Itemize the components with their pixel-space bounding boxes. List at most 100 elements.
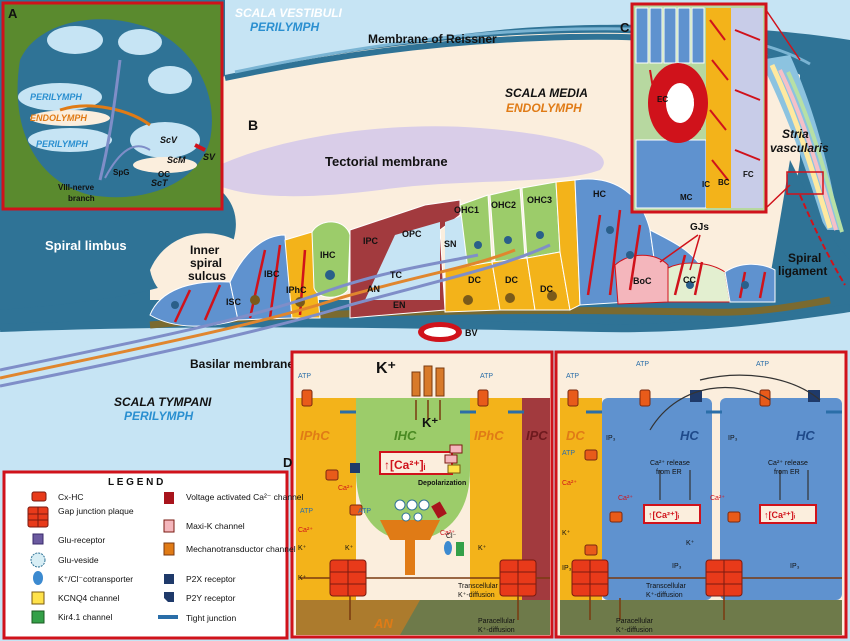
legend-left-6: Kir4.1 channel [58,612,112,622]
legend-right-1: Maxi-K channel [186,521,245,531]
d-ca-small-1: Ca²⁺ [338,485,353,492]
organ-of-corti [0,178,776,388]
d-k-top: K⁺ [376,360,396,377]
d-transcellular-2b: K⁺-diffusion [646,592,683,599]
d-ip3-5: IP₃ [790,563,800,570]
legend-right-2: Mechanotransductor channel [186,544,296,554]
d-iphc-right: IPhC [474,428,504,443]
panel-a-perilymph-1: PERILYMPH [30,92,82,102]
d-k-small-1: K⁺ [298,545,307,552]
d-transcellular-1a: Transcellular [458,583,498,590]
label-ibc: IBC [264,269,280,279]
maxi-k-channel-icon [163,519,175,533]
d-an: AN [373,616,393,631]
label-isc: ISC [226,297,242,307]
glu-vesicle-icon [30,552,46,568]
d-paracellular-1a: Paracellular [478,618,516,625]
spiral-ligament-tissue [760,160,850,330]
label-scala-tympani: SCALA TYMPANI [114,395,212,409]
d-k-small-6: K⁺ [686,540,695,547]
d-transcellular-2a: K⁺-diffusion [458,592,495,599]
d-cl-small: Cl⁻ [446,533,457,540]
panel-letter-a: A [8,6,18,21]
legend: L E G E N D Cx-HC Gap junction plaque Gl… [2,470,304,640]
legend-title: L E G E N D [108,477,163,488]
label-tc: TC [390,270,402,280]
d-release-1a: Ca²⁺ release [650,460,690,467]
legend-right-4: P2Y receptor [186,593,236,603]
d-ca-hc-2: ↑[Ca²⁺]ᵢ [764,510,796,520]
d-ca-small-5: Ca²⁺ [710,495,725,502]
d-iphc-left: IPhC [300,428,330,443]
d-atp-1: ATP [298,373,311,380]
label-boc: BoC [633,276,652,286]
kir41-channel-icon [31,610,45,624]
label-ohc2: OHC2 [491,200,516,210]
label-hc: HC [593,189,606,199]
label-scala-vestibuli: SCALA VESTIBULI [235,6,343,20]
p2y-receptor-icon [164,592,174,602]
d-paracellular-2a: K⁺-diffusion [478,627,515,634]
d-atp-6: ATP [300,508,313,515]
legend-right-5: Tight junction [186,613,237,623]
kcnq4-channel-icon [31,591,45,605]
d-ipc: IPC [526,428,548,443]
label-ipc: IPC [363,236,379,246]
gjs-pointer [659,234,701,271]
panel-a-endolymph: ENDOLYMPH [30,113,87,123]
panel-a-scm: ScM [167,155,186,165]
panel-c-fc: FC [743,170,754,179]
panel-d: D K⁺ K⁺ IPhC IHC IPhC IPC DC HC HC AN ↑[… [283,350,848,639]
panel-a-scv: ScV [160,135,178,145]
d-ip3-3: IP₃ [562,565,572,572]
d-ip3-2: IP₃ [728,435,738,442]
mechanotransductor-channel-icon [163,542,175,556]
cotransporter-icon [33,571,43,585]
label-dc-1: DC [468,275,481,285]
stria-vascularis [760,55,844,233]
label-en: EN [393,300,406,310]
p2x-receptor-icon [164,574,174,584]
label-inner-1: Inner [190,243,220,257]
panel-a-nerve-2: branch [68,194,95,203]
panel-c: C EC BC IC MC FC [620,2,768,214]
legend-right-0: Voltage activated Ca²⁻ channel [186,492,304,502]
panel-a-nerve-1: VIII-nerve [58,183,95,192]
legend-left-3: Glu-veside [58,555,99,565]
panel-letter-c: C [620,20,630,35]
label-bv: BV [465,328,478,338]
panel-a-perilymph-2: PERILYMPH [36,139,88,149]
panel-c-callout-box [786,171,824,195]
label-perilymph-bottom: PERILYMPH [124,409,193,423]
legend-left-2: Glu-receptor [58,535,105,545]
panel-a-oc: OC [158,170,170,179]
legend-left-1: Gap junction plaque [58,506,134,516]
d-hc-2: HC [796,428,815,443]
tectorial-membrane [200,126,604,197]
label-gjs: GJs [690,222,709,233]
panel-a-spg: SpG [113,168,129,177]
d-atp-4: ATP [636,361,649,368]
d-k-in: K⁺ [422,415,438,430]
label-an: AN [367,284,380,294]
d-ca-small-2: Ca²⁺ [298,527,313,534]
d-transcellular-1b: Transcellular [646,583,686,590]
d-k-small-3: K⁺ [478,545,487,552]
d-ca-small-6: Ca²⁺ [618,495,633,502]
legend-left-5: KCNQ4 channel [58,593,120,603]
legend-left-0: Cx-HC [58,492,84,502]
label-stria-1: Stria [782,127,809,141]
legend-right-3: P2X receptor [186,574,236,584]
d-ip3-4: IP₃ [672,563,682,570]
d-atp-7: ATP [358,508,371,515]
label-opc: OPC [402,229,422,239]
d-ca-small-4: Ca²⁺ [562,480,577,487]
d-atp-2: ATP [480,373,493,380]
d-ihc: IHC [394,428,417,443]
label-perilymph-top: PERILYMPH [250,20,319,34]
panel-c-mc: MC [680,193,693,202]
d-atp-8: ATP [562,450,575,457]
panel-a-sv: SV [203,152,216,162]
